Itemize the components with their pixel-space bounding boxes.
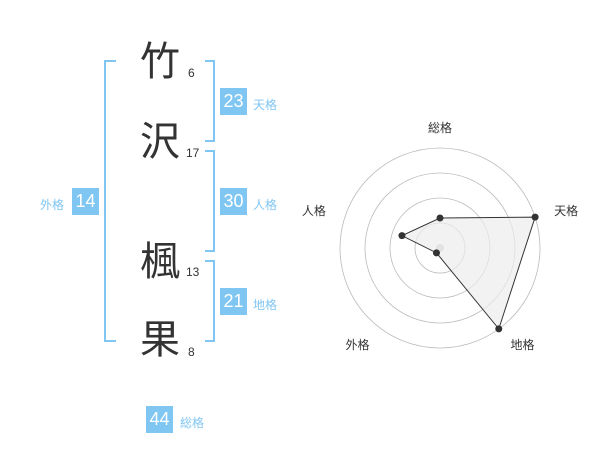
stroke-count-1: 6 [188, 66, 195, 80]
radar-axis-label-5: 人格 [302, 203, 326, 218]
radar-point-2 [531, 213, 539, 221]
radar-point-1 [436, 214, 444, 222]
jinkaku-bracket [205, 150, 215, 252]
stroke-count-3: 13 [186, 265, 200, 279]
radar-ring [339, 147, 541, 349]
radar-point-4 [432, 249, 440, 257]
tenkaku-badge: 23 [220, 88, 247, 115]
stroke-count-4: 8 [188, 345, 195, 359]
chikaku-label: 地格 [253, 298, 278, 312]
jinkaku-badge: 30 [220, 188, 247, 215]
radar-point-5 [398, 232, 406, 240]
soukaku-badge: 44 [146, 406, 173, 433]
radar-axis-label-2: 天格 [554, 203, 578, 218]
radar-axis-label-1: 総格 [428, 120, 452, 135]
name-char-3: 楓 [140, 239, 180, 285]
radar-points [398, 213, 539, 333]
radar-axis-label-4: 外格 [345, 337, 369, 352]
soukaku-label: 総格 [180, 416, 205, 430]
gaikaku-label: 外格 [40, 198, 65, 212]
name-char-2: 沢 [140, 119, 180, 165]
stroke-count-2: 17 [186, 146, 200, 160]
radar-point-3 [495, 325, 503, 333]
chikaku-badge: 21 [220, 288, 247, 315]
radar-axis-label-3: 地格 [511, 337, 535, 352]
name-char-1: 竹 [140, 39, 180, 85]
tenkaku-label: 天格 [253, 98, 278, 112]
tenkaku-bracket [205, 60, 215, 142]
name-char-4: 果 [140, 317, 180, 363]
jinkaku-label: 人格 [253, 198, 278, 212]
radar-area [400, 216, 536, 330]
gaikaku-bracket [104, 60, 116, 342]
chikaku-bracket [205, 260, 215, 342]
gaikaku-badge: 14 [72, 188, 99, 215]
